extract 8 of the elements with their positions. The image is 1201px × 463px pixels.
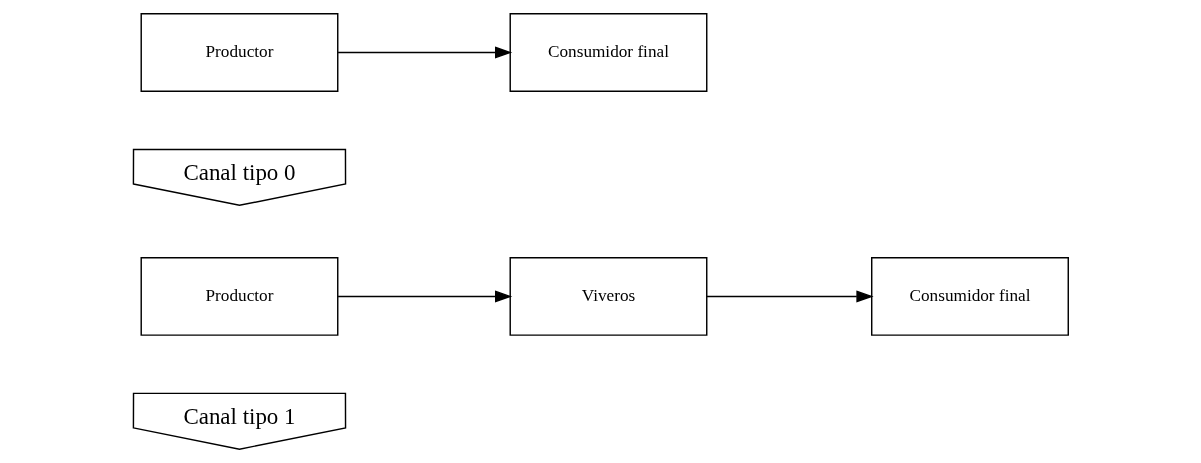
- node-box: Viveros: [509, 256, 707, 336]
- arrow: [336, 46, 512, 59]
- node-box: Consumidor final: [509, 13, 707, 92]
- arrow: [705, 290, 874, 303]
- node-box: Consumidor final: [870, 256, 1069, 336]
- node-box: Productor: [140, 13, 338, 92]
- node-box: Productor: [140, 256, 338, 336]
- arrow: [336, 290, 512, 303]
